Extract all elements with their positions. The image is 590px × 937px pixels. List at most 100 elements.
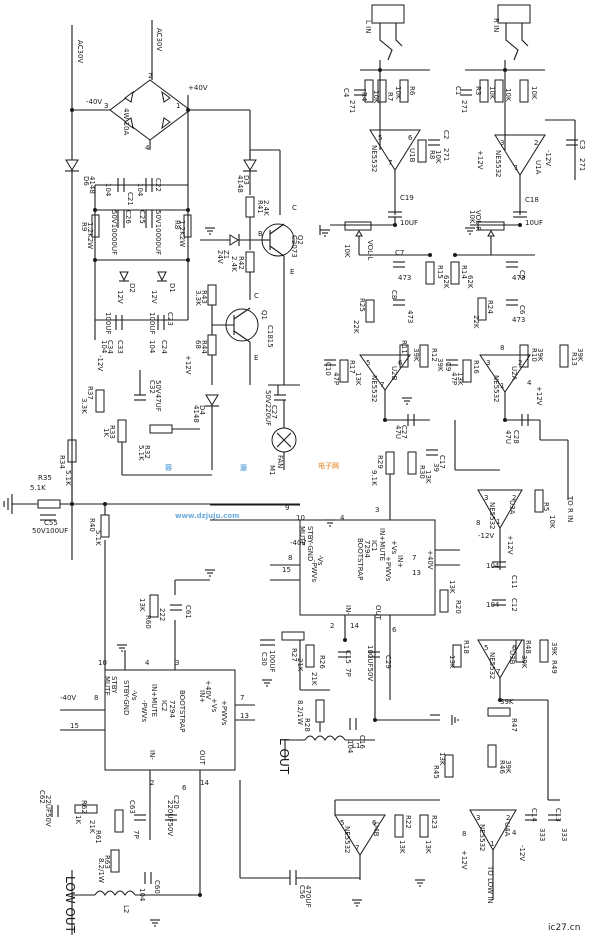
cap-c5: C5 473 bbox=[506, 261, 526, 282]
svg-text:104: 104 bbox=[104, 183, 112, 197]
cap-c15: C15 7P bbox=[338, 650, 352, 677]
cap-c3: C3 271 bbox=[566, 139, 586, 171]
svg-text:-12V: -12V bbox=[478, 532, 494, 540]
svg-text:10UF: 10UF bbox=[525, 219, 543, 227]
opamp-u3a: 3 2 1 U3A NE5532 8 -12V +12V bbox=[476, 489, 523, 555]
svg-text:8: 8 bbox=[94, 694, 98, 702]
resistor-r23: R23 13K bbox=[419, 814, 438, 854]
svg-text:R5: R5 bbox=[542, 502, 550, 511]
svg-text:C15: C15 bbox=[344, 650, 352, 664]
svg-text:6: 6 bbox=[182, 784, 187, 792]
cap-c14: C14 333 bbox=[525, 808, 546, 841]
cap-c20: C20 220UF50V bbox=[165, 795, 180, 836]
svg-text:10K: 10K bbox=[394, 86, 402, 100]
svg-text:22K: 22K bbox=[472, 315, 480, 329]
svg-text:R17: R17 bbox=[348, 360, 356, 374]
svg-text:C27: C27 bbox=[270, 405, 278, 419]
cap-c11: C11 104 bbox=[486, 561, 518, 589]
svg-text:C1: C1 bbox=[454, 86, 462, 95]
cap-c23: C23 100UF bbox=[148, 312, 174, 335]
svg-text:C13: C13 bbox=[554, 808, 562, 822]
rail-minus40-top: -40V bbox=[86, 98, 102, 106]
jack-l-in: L IN bbox=[364, 4, 405, 61]
svg-text:100UF: 100UF bbox=[268, 650, 276, 673]
cap-c34: 100UF C34 bbox=[104, 312, 123, 354]
resistor-r41: R41 2.4K bbox=[245, 196, 270, 218]
svg-text:3: 3 bbox=[486, 359, 490, 367]
watermark-char-1: 容 bbox=[164, 463, 172, 472]
svg-text:13: 13 bbox=[412, 569, 421, 577]
svg-text:R42: R42 bbox=[237, 256, 245, 270]
watermark-url: www.dzjuju.com bbox=[175, 512, 239, 520]
bridge-rectifier: 2 3 1 4 4W 10A bbox=[104, 72, 191, 152]
svg-text:C22: C22 bbox=[154, 178, 162, 192]
resistor-r4: R4 10K bbox=[360, 79, 380, 104]
opamp-u1a: 3 2 1 U1A NE5532 bbox=[494, 134, 546, 177]
svg-text:-PWVs: -PWVs bbox=[140, 700, 148, 722]
cap-c62: C62 22UF50V bbox=[38, 790, 59, 827]
svg-text:13K: 13K bbox=[424, 840, 432, 854]
jack-r-in: R IN bbox=[492, 4, 531, 61]
svg-text:333: 333 bbox=[560, 828, 568, 841]
fan-m1: M1 FAN bbox=[268, 427, 297, 476]
svg-text:NE5532: NE5532 bbox=[488, 652, 496, 679]
svg-text:BOOTSTRAP: BOOTSTRAP bbox=[356, 538, 364, 580]
svg-text:47U: 47U bbox=[504, 430, 512, 444]
svg-text:473: 473 bbox=[398, 274, 411, 282]
resistor-r33: R33 1K bbox=[102, 419, 127, 443]
svg-text:C21: C21 bbox=[126, 192, 134, 206]
cap-c22: 104 C22 bbox=[136, 178, 162, 197]
svg-text:5.1K: 5.1K bbox=[30, 484, 46, 492]
svg-text:+Vs: +Vs bbox=[390, 540, 398, 555]
svg-text:39K: 39K bbox=[520, 655, 528, 669]
svg-text:7: 7 bbox=[496, 668, 500, 676]
resistor-r61: R61 21K bbox=[88, 809, 124, 844]
svg-text:3: 3 bbox=[175, 659, 179, 667]
svg-text:1.2K2W: 1.2K2W bbox=[178, 220, 186, 247]
svg-text:39K: 39K bbox=[500, 698, 514, 706]
svg-text:4148: 4148 bbox=[192, 405, 200, 423]
svg-text:39: 39 bbox=[432, 463, 440, 472]
preamp-left: L IN C4 271 R4 10K R7 R6 10K 5 6 7 bbox=[319, 4, 450, 520]
svg-text:C2073: C2073 bbox=[290, 235, 298, 258]
cap-c30: C30 100UF bbox=[260, 639, 276, 673]
svg-text:NE5532: NE5532 bbox=[494, 150, 502, 177]
resistor-r26: R26 21K bbox=[305, 644, 326, 686]
svg-text:1K: 1K bbox=[74, 815, 82, 824]
cap-c8: C8 473 bbox=[390, 290, 414, 323]
svg-text:2: 2 bbox=[512, 494, 516, 502]
svg-text:Q2: Q2 bbox=[296, 235, 304, 245]
svg-text:IC2: IC2 bbox=[160, 700, 168, 711]
svg-text:C20: C20 bbox=[172, 795, 180, 809]
cap-c27-pre: C27 47U bbox=[394, 414, 415, 439]
svg-text:C: C bbox=[292, 204, 297, 212]
cap-c13: C13 333 bbox=[548, 808, 568, 841]
svg-text:U4A: U4A bbox=[503, 822, 511, 837]
opamp-u4b: 5 6 7 U4B NE5532 bbox=[334, 814, 386, 856]
resistor-r43: R43 3.3K bbox=[194, 284, 217, 306]
svg-text:R46: R46 bbox=[498, 760, 506, 774]
watermark-char-2: 源 bbox=[240, 463, 247, 472]
svg-text:13K: 13K bbox=[424, 470, 432, 484]
svg-text:R12: R12 bbox=[430, 348, 438, 362]
svg-text:R IN: R IN bbox=[492, 18, 500, 32]
cap-c10: C10 47P bbox=[324, 359, 340, 385]
svg-text:NE5532: NE5532 bbox=[492, 375, 500, 402]
svg-text:Z1: Z1 bbox=[222, 250, 230, 259]
ground-symbols bbox=[117, 227, 475, 927]
svg-text:R16: R16 bbox=[472, 360, 480, 374]
svg-text:5.1K: 5.1K bbox=[137, 445, 145, 461]
svg-text:C16: C16 bbox=[358, 735, 366, 749]
svg-text:R35: R35 bbox=[38, 474, 52, 482]
cap-c19: C19 10UF bbox=[388, 194, 418, 227]
svg-text:15: 15 bbox=[282, 566, 291, 574]
svg-text:2.4K: 2.4K bbox=[262, 200, 270, 216]
resistor-r18: R18 13K bbox=[448, 640, 470, 669]
resistor-r5: R5 10K bbox=[534, 489, 556, 529]
cap-c4: C4 271 bbox=[342, 88, 366, 113]
svg-text:5: 5 bbox=[366, 359, 370, 367]
svg-text:IN-: IN- bbox=[148, 750, 156, 760]
svg-text:220UF50V: 220UF50V bbox=[166, 800, 174, 836]
svg-text:+Vs: +Vs bbox=[210, 698, 218, 713]
svg-text:IN-: IN- bbox=[344, 605, 352, 615]
